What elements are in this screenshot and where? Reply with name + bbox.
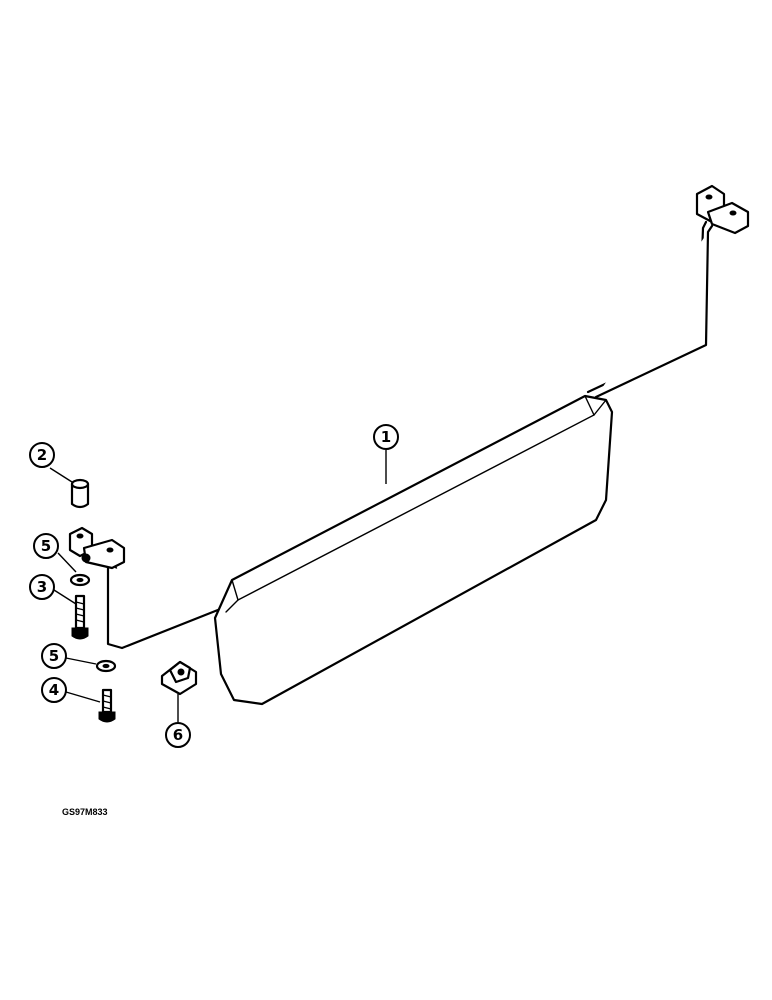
callout-1: 1 bbox=[373, 424, 399, 450]
callout-2: 2 bbox=[29, 442, 55, 468]
callout-2-label: 2 bbox=[37, 446, 47, 464]
callout-5-lower-label: 5 bbox=[49, 647, 59, 665]
callout-3-label: 3 bbox=[37, 578, 47, 596]
callout-6: 6 bbox=[165, 722, 191, 748]
leader-lines bbox=[49, 450, 387, 722]
visor-support-rod bbox=[106, 220, 714, 650]
callout-1-label: 1 bbox=[381, 428, 391, 446]
sleeve-part bbox=[70, 478, 90, 509]
figure-reference-code: GS97M833 bbox=[62, 807, 108, 817]
callout-5-upper-label: 5 bbox=[41, 537, 51, 555]
callout-6-label: 6 bbox=[173, 726, 183, 744]
callout-5-lower: 5 bbox=[41, 643, 67, 669]
lock-washer-upper bbox=[69, 573, 91, 587]
callout-4: 4 bbox=[41, 677, 67, 703]
long-screw bbox=[71, 594, 89, 640]
callout-4-label: 4 bbox=[49, 681, 59, 699]
short-screw bbox=[98, 688, 116, 723]
visor-clip bbox=[160, 660, 198, 696]
left-mounting-bracket bbox=[68, 526, 126, 570]
right-mounting-bracket bbox=[695, 184, 750, 235]
sun-visor-panel bbox=[213, 394, 614, 706]
lock-washer-lower bbox=[95, 659, 117, 673]
callout-5-upper: 5 bbox=[33, 533, 59, 559]
callout-3: 3 bbox=[29, 574, 55, 600]
